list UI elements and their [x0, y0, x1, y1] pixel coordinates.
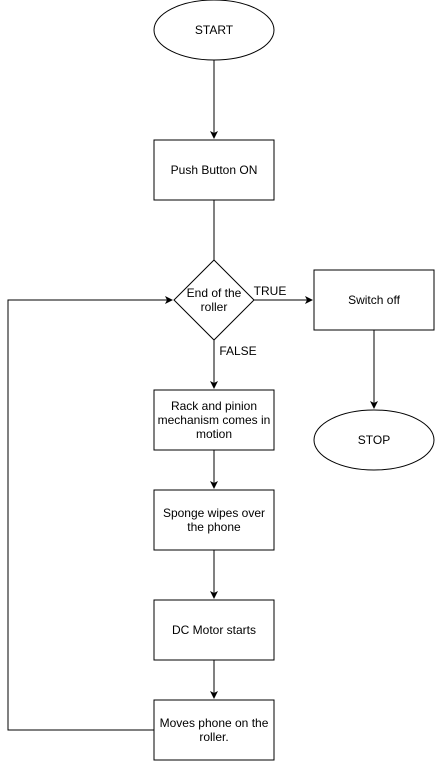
edge-moves-phone-loop-back	[7, 296, 173, 731]
switch-off-label: Switch off	[348, 293, 400, 307]
moves-phone-label-line-1: Moves phone on the	[160, 716, 269, 730]
rack-pinion-process: Rack and pinion mechanism comes in motio…	[153, 389, 275, 451]
switch-off-process: Switch off	[313, 269, 435, 331]
start-terminal: START	[153, 0, 275, 61]
end-of-roller-decision: End of the roller	[173, 259, 255, 341]
decision-label-line-1: End of the	[187, 286, 242, 300]
edge-label-true: TRUE	[254, 284, 287, 298]
rack-pinion-label-line-3: motion	[196, 427, 232, 441]
push-button-label: Push Button ON	[171, 163, 258, 177]
dc-motor-process: DC Motor starts	[153, 599, 275, 661]
moves-phone-label-line-2: roller.	[199, 730, 228, 744]
decision-label-line-2: roller	[201, 300, 228, 314]
start-label: START	[195, 23, 234, 37]
moves-phone-process: Moves phone on the roller.	[153, 699, 275, 761]
push-button-process: Push Button ON	[153, 139, 275, 201]
stop-terminal: STOP	[313, 409, 435, 471]
sponge-process: Sponge wipes over the phone	[153, 489, 275, 551]
sponge-label-line-1: Sponge wipes over	[163, 506, 265, 520]
edge-label-false: FALSE	[219, 344, 256, 358]
sponge-label-line-2: the phone	[187, 520, 241, 534]
rack-pinion-label-line-1: Rack and pinion	[171, 399, 257, 413]
stop-label: STOP	[358, 433, 390, 447]
dc-motor-label: DC Motor starts	[172, 623, 256, 637]
rack-pinion-label-line-2: mechanism comes in	[158, 413, 271, 427]
